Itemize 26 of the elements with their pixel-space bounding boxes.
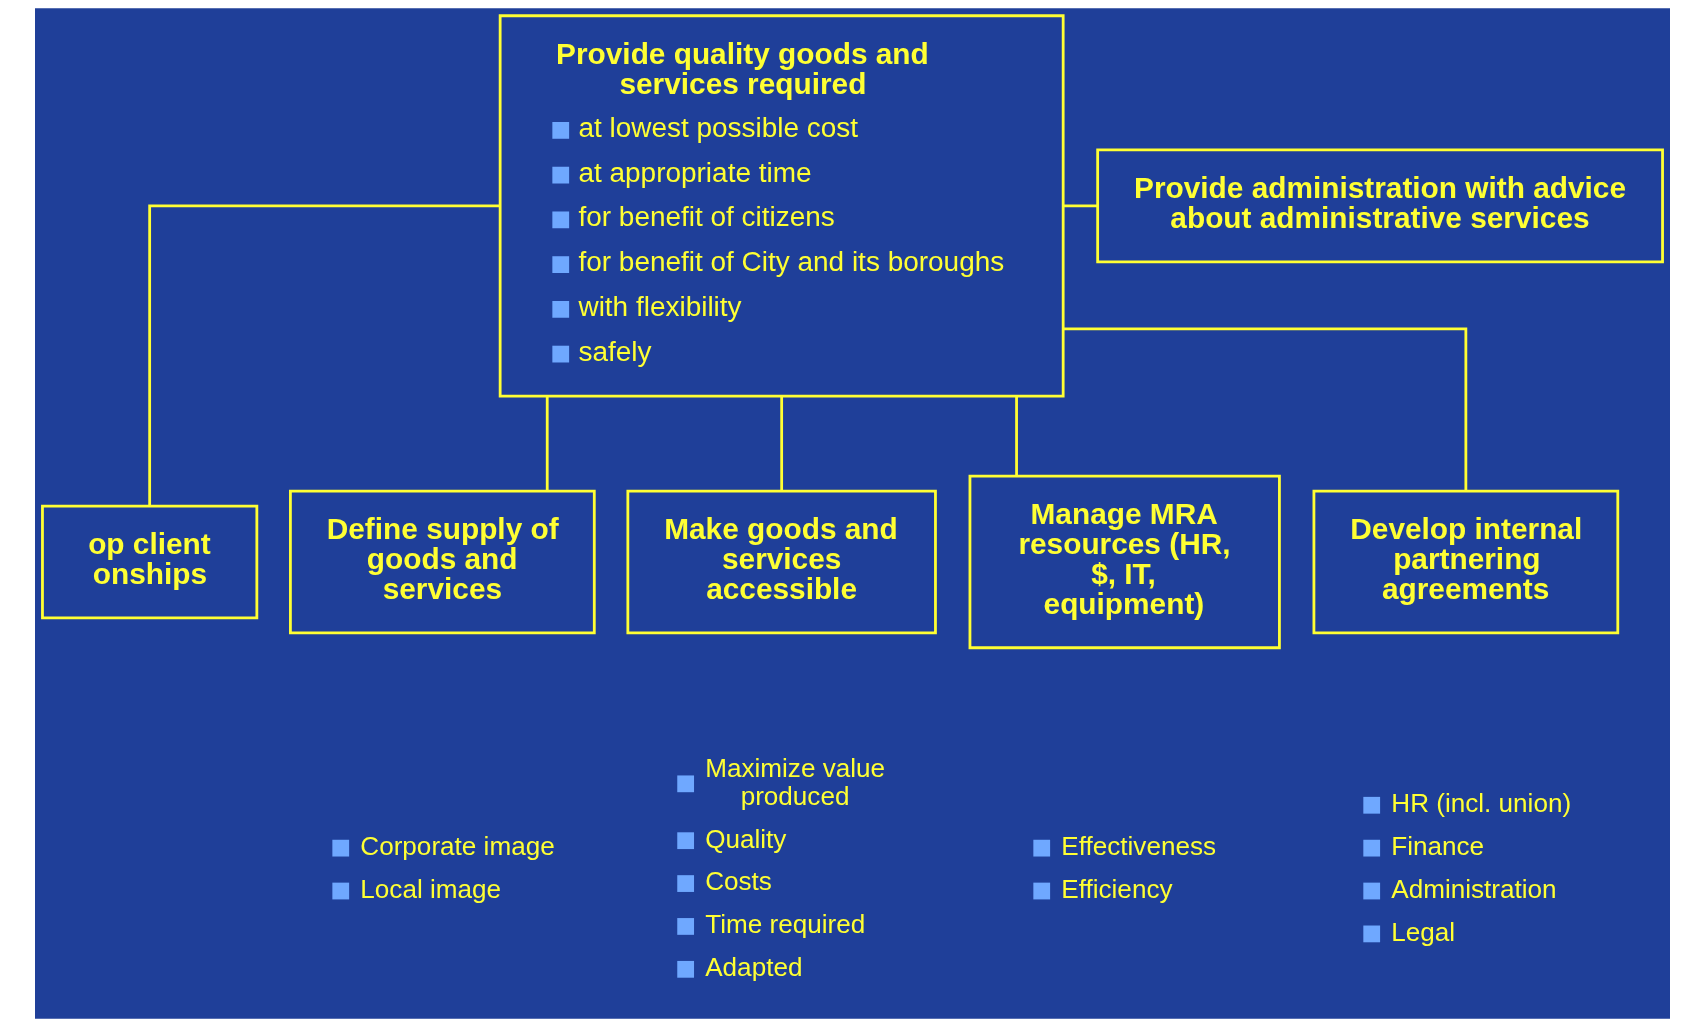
node-label: Costs — [705, 866, 772, 897]
node-label: Effectiveness — [1061, 831, 1217, 862]
node-box: Develop internal partnering agreements — [1312, 489, 1620, 635]
node-label: HR (incl. union) — [1391, 788, 1572, 819]
connector — [780, 396, 784, 491]
node-label: Finance — [1391, 831, 1485, 862]
node-box: op client onships — [41, 504, 259, 620]
node-label: Local image — [360, 873, 502, 904]
node-label: Quality — [705, 823, 787, 854]
node-label: Efficiency — [1061, 873, 1173, 904]
node-label: Corporate image — [360, 831, 555, 862]
node-label: Administration — [1391, 873, 1557, 904]
node-label: Maximize value produced — [705, 752, 886, 811]
connector — [545, 396, 549, 491]
node-label: Time required — [705, 909, 866, 940]
node-box: Provide administration with advice about administrative services — [1096, 148, 1664, 264]
connector — [148, 204, 500, 506]
node-box: Make goods and services accessible — [626, 489, 937, 635]
node-box: Define supply of goods and services — [289, 489, 596, 635]
node-label: Adapted — [705, 952, 803, 983]
connector — [1063, 327, 1468, 491]
node-box: Provide quality goods and services required at lowest possible cost at appropriate time for benefit of citizens for benefit of City and its boroughs with flexibility safely — [498, 14, 1065, 398]
connector — [1063, 204, 1098, 208]
node-label: Legal — [1391, 916, 1456, 947]
node-box: Manage MRA resources (HR, $, IT, equipment) — [968, 474, 1281, 650]
connector — [1015, 396, 1018, 476]
